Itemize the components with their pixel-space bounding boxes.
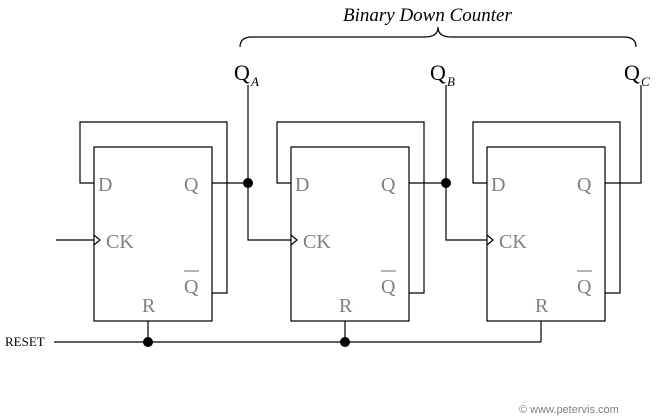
output-b-sub: B bbox=[447, 74, 455, 89]
flip-flop-c-ck-label: CK bbox=[499, 231, 527, 253]
output-a-junction bbox=[243, 178, 253, 188]
flip-flop-c-qbar-label: Q bbox=[577, 276, 592, 298]
flip-flop-c-ck-triangle bbox=[486, 234, 494, 246]
flip-flop-c-ck-wire bbox=[445, 183, 487, 241]
flip-flop-a-ck-label: CK bbox=[106, 231, 134, 253]
diagram-title: Binary Down Counter bbox=[343, 5, 512, 26]
flip-flop-c-q-wire bbox=[605, 85, 642, 184]
flip-flop-b-ck-label: CK bbox=[303, 231, 331, 253]
output-a-main: Q bbox=[234, 60, 250, 85]
output-a-sub: A bbox=[250, 74, 259, 89]
reset-junction-a bbox=[143, 337, 153, 347]
flip-flop-b-d-label: D bbox=[295, 174, 309, 196]
output-b-label: Q B bbox=[430, 60, 455, 89]
flip-flop-c-q-label: Q bbox=[577, 174, 592, 196]
flip-flop-b-feedback-wire bbox=[276, 121, 425, 294]
flip-flop-c-r-label: R bbox=[535, 295, 549, 317]
flip-flop-b-q-label: Q bbox=[381, 174, 396, 196]
flip-flop-c-feedback-wire bbox=[472, 121, 621, 294]
output-b-main: Q bbox=[430, 60, 446, 85]
output-c-label: Q C bbox=[624, 60, 650, 89]
flip-flop-c-body bbox=[486, 146, 606, 322]
flip-flop-b-ck-wire bbox=[247, 183, 291, 241]
flip-flop-a-q-label: Q bbox=[184, 174, 199, 196]
output-b-junction bbox=[441, 178, 451, 188]
flip-flop-a-r-label: R bbox=[142, 295, 156, 317]
flip-flop-a: D CK Q Q R bbox=[56, 121, 248, 342]
copyright-text: © www.petervis.com bbox=[519, 404, 619, 416]
flip-flop-a-ck-triangle bbox=[93, 234, 101, 246]
flip-flop-b-body bbox=[290, 146, 410, 322]
flip-flop-c: D CK Q Q R bbox=[445, 85, 642, 342]
flip-flop-b-ck-triangle bbox=[290, 234, 298, 246]
flip-flop-a-qbar-label: Q bbox=[184, 276, 199, 298]
output-c-main: Q bbox=[624, 60, 640, 85]
flip-flop-a-d-label: D bbox=[98, 174, 112, 196]
flip-flop-c-d-label: D bbox=[491, 174, 505, 196]
output-c-sub: C bbox=[641, 74, 650, 89]
flip-flop-b: D CK Q Q R bbox=[247, 121, 446, 342]
flip-flop-b-r-label: R bbox=[339, 295, 353, 317]
flip-flop-b-qbar-label: Q bbox=[381, 276, 396, 298]
title-brace bbox=[239, 26, 637, 48]
output-a-label: Q A bbox=[234, 60, 259, 89]
reset-junction-b bbox=[340, 337, 350, 347]
flip-flop-a-body bbox=[93, 146, 213, 322]
reset-label: RESET bbox=[5, 334, 45, 349]
flip-flop-a-feedback-wire bbox=[79, 121, 228, 294]
